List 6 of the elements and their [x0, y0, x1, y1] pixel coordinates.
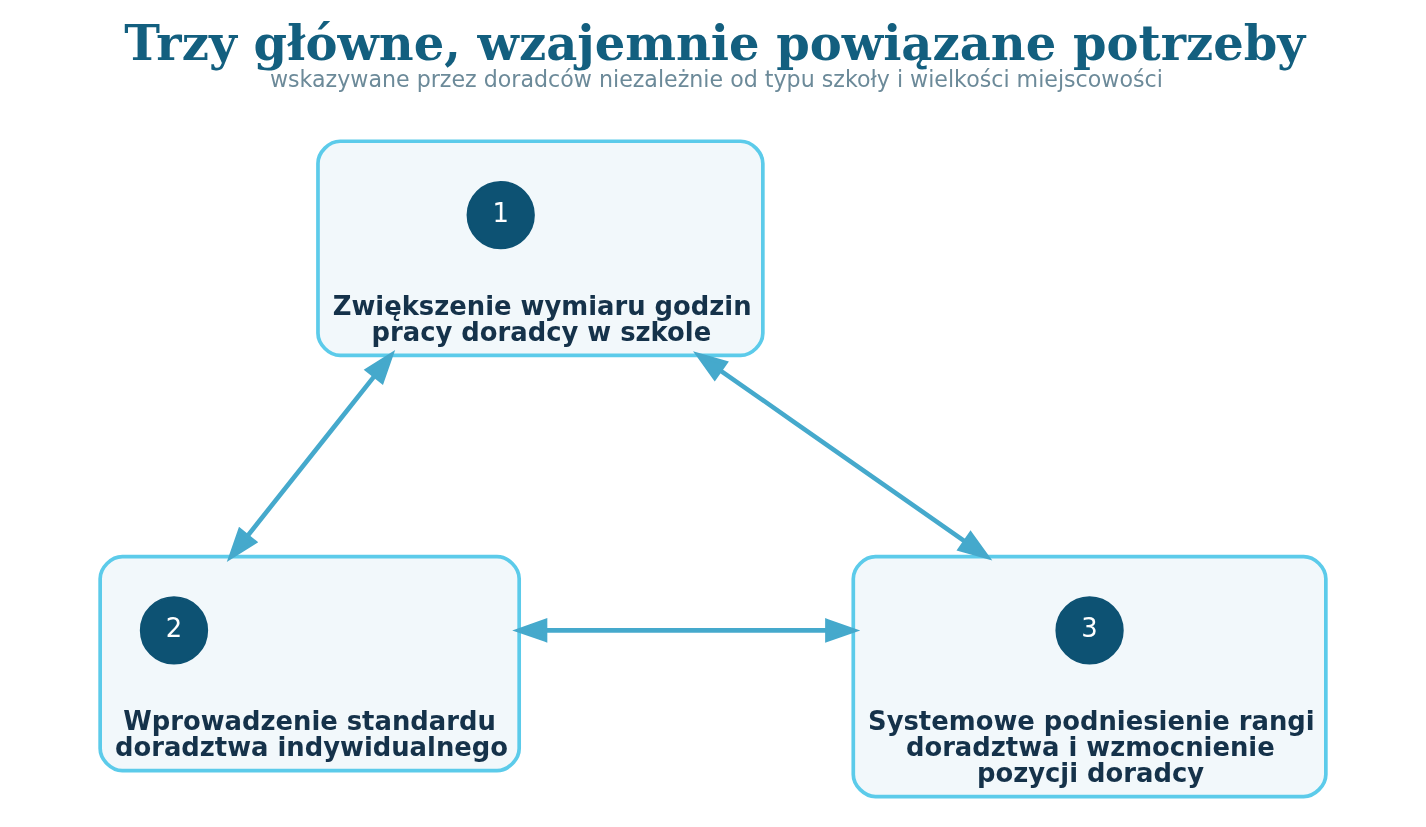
node-circle: 2	[139, 596, 209, 665]
arrow	[512, 618, 861, 643]
node-circle: 1	[466, 180, 535, 250]
arrow	[226, 349, 396, 563]
arrow	[693, 351, 993, 561]
node-circle: 3	[1055, 596, 1124, 665]
